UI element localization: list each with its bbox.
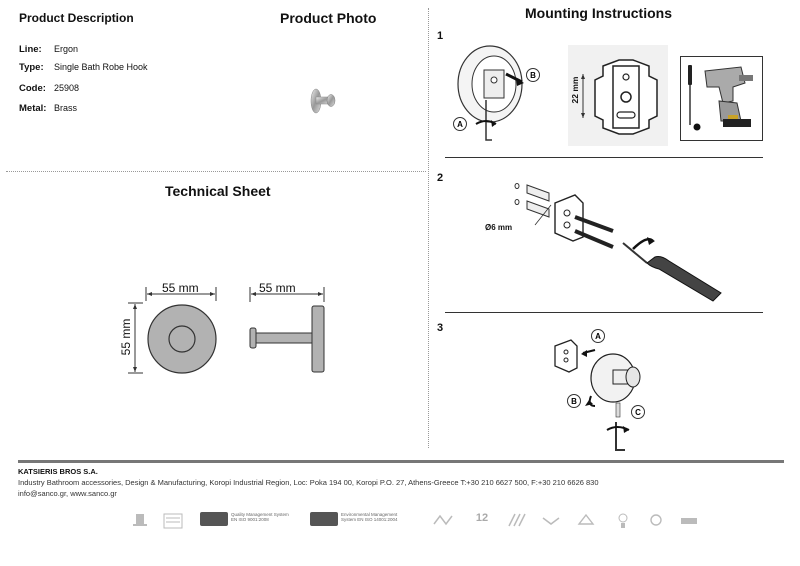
- drill-size-label: Ø6 mm: [485, 223, 513, 232]
- spec-value: Brass: [54, 103, 78, 113]
- eu-flag-icon: [200, 512, 228, 526]
- section-divider-horizontal: [6, 171, 426, 172]
- step1-label-b-text: B: [530, 71, 536, 80]
- step1-label-a: A: [453, 117, 467, 131]
- company-name: KATSIERIS BROS S.A.: [18, 467, 98, 476]
- product-photo-title: Product Photo: [280, 10, 377, 26]
- screwdriver-icon: [688, 65, 692, 85]
- step2-screw-drawing: [514, 183, 722, 302]
- company-contact: info@sanco.gr, www.sanco.gr: [18, 489, 117, 498]
- step-divider: [445, 312, 763, 313]
- spec-row-metal: Metal: Brass: [19, 103, 77, 114]
- step3-label-c-text: C: [635, 408, 641, 417]
- iso9001-text: Quality Management System EN ISO 9001:20…: [231, 512, 289, 522]
- step3-label-a: A: [591, 329, 605, 343]
- section-divider-vertical: [428, 8, 429, 448]
- step3-label-a-text: A: [595, 332, 601, 341]
- step-number: 1: [437, 30, 444, 42]
- spec-value: Single Bath Robe Hook: [54, 62, 148, 72]
- spec-label: Type:: [19, 62, 44, 73]
- mounting-title: Mounting Instructions: [525, 5, 672, 21]
- step3-label-b: B: [567, 394, 581, 408]
- step1-label-b: B: [526, 68, 540, 82]
- side-width-label: 55 mm: [259, 281, 296, 295]
- step-divider: [445, 157, 763, 158]
- step1-disassemble-drawing: [457, 45, 524, 141]
- flow-icon: [542, 517, 560, 525]
- warranty-badge: 12: [475, 512, 489, 524]
- hygiene-icon: [433, 514, 453, 526]
- front-view-drawing: [128, 287, 217, 374]
- spec-label: Code:: [19, 83, 46, 94]
- front-height-label: 55 mm: [119, 318, 133, 356]
- plate-dimension-label: 22 mm: [570, 76, 580, 104]
- product-description-title: Product Description: [19, 11, 134, 25]
- mounting-plate-drawing: [581, 59, 658, 135]
- step-number: 2: [437, 172, 444, 184]
- company-address: Industry Bathroom accessories, Design & …: [18, 478, 599, 487]
- recycle-icon: [577, 513, 595, 525]
- spec-row-line: Line: Ergon: [19, 44, 78, 55]
- technical-sheet-title: Technical Sheet: [165, 183, 271, 199]
- iso14001-text: Environmental Management System EN ISO 1…: [341, 512, 398, 522]
- spec-row-code: Code: 25908: [19, 83, 79, 94]
- side-view-drawing: [249, 287, 325, 373]
- brass-icon: [650, 514, 662, 526]
- front-width-label: 55 mm: [162, 281, 199, 295]
- spec-label: Line:: [19, 44, 42, 55]
- spec-value: Ergon: [54, 44, 79, 54]
- product-photo-image: [310, 88, 336, 114]
- eu-flag-icon: [310, 512, 338, 526]
- iso9001-badge: Quality Management System EN ISO 9001:20…: [200, 512, 290, 528]
- energy-saving-icon: [618, 513, 628, 528]
- iso14001-badge: Environmental Management System EN ISO 1…: [310, 512, 400, 528]
- quality-badge-icon: [163, 513, 183, 529]
- step1-label-a-text: A: [457, 120, 463, 129]
- step3-label-c: C: [631, 405, 645, 419]
- drill-icon: [704, 66, 746, 104]
- plus-icon: [693, 123, 701, 131]
- tested-icon: [681, 518, 697, 524]
- footer-bar: [18, 460, 784, 463]
- step3-label-b-text: B: [571, 397, 577, 406]
- spec-label: Metal:: [19, 103, 47, 114]
- step3-assemble-drawing: [554, 339, 641, 451]
- tools-drawing: [688, 65, 753, 131]
- spec-value: 25908: [54, 83, 80, 93]
- step-number: 3: [437, 322, 444, 334]
- spec-row-type: Type: Single Bath Robe Hook: [19, 62, 148, 73]
- scratch-resistant-icon: [508, 513, 526, 527]
- hotel-icon: [133, 514, 147, 526]
